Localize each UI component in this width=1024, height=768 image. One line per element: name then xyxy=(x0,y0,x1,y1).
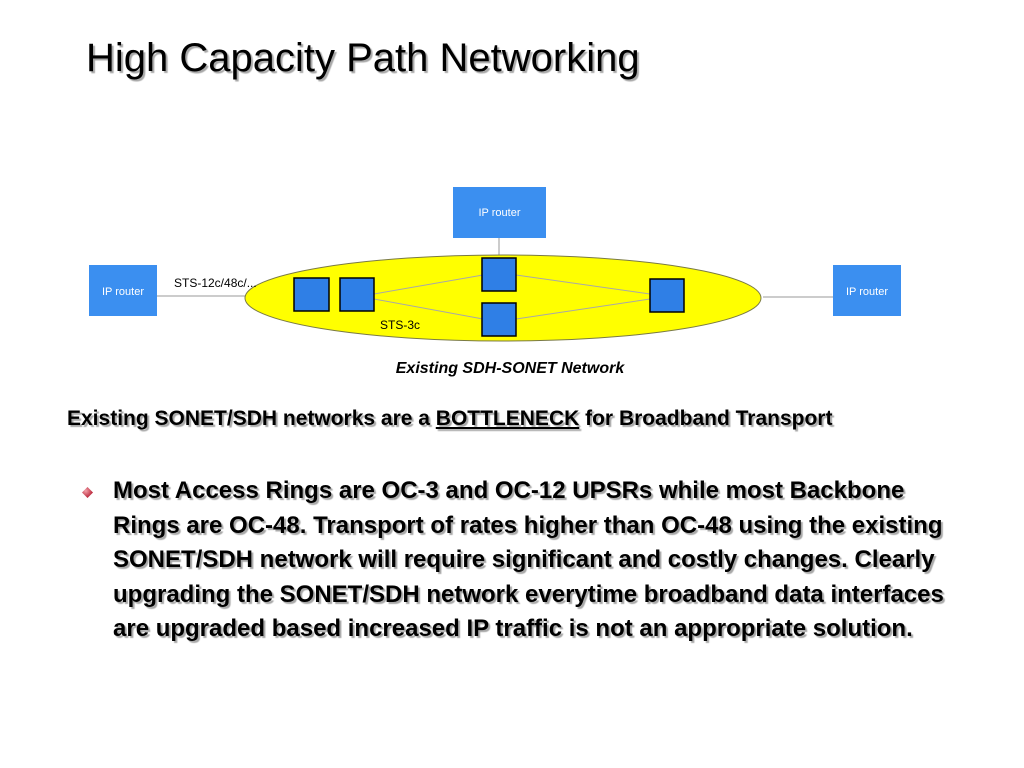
access-rate-label: STS-12c/48c/... xyxy=(174,276,257,290)
ring-node-2 xyxy=(339,277,375,312)
headline-emphasis: BOTTLENECK xyxy=(435,407,580,430)
ring-node-1 xyxy=(293,277,330,312)
headline: Existing SONET/SDH networks are a BOTTLE… xyxy=(67,404,947,433)
ip-router-left-label: IP router xyxy=(102,286,144,298)
slide-title: High Capacity Path Networking xyxy=(86,36,640,80)
ring-node-4 xyxy=(481,302,517,337)
ring-link-b xyxy=(373,298,484,320)
ring-link-a xyxy=(373,274,484,295)
diamond-bullet-icon xyxy=(82,487,93,498)
headline-text-after: for Broadband Transport xyxy=(579,407,833,430)
ring-link-c xyxy=(515,274,651,295)
ring-rate-label: STS-3c xyxy=(380,318,420,332)
ip-router-right: IP router xyxy=(833,265,901,316)
headline-text-before: Existing SONET/SDH networks are a xyxy=(67,407,436,430)
ip-router-top: IP router xyxy=(453,187,546,238)
bullet-item: Most Access Rings are OC-3 and OC-12 UPS… xyxy=(80,474,960,647)
ip-router-right-label: IP router xyxy=(846,286,888,298)
diagram-caption: Existing SDH-SONET Network xyxy=(396,360,626,377)
sonet-ring xyxy=(244,254,762,342)
ip-router-left: IP router xyxy=(89,265,157,316)
bullet-list: Most Access Rings are OC-3 and OC-12 UPS… xyxy=(80,474,960,647)
ip-router-top-label: IP router xyxy=(479,207,521,219)
ring-node-3 xyxy=(481,257,517,292)
bullet-text: Most Access Rings are OC-3 and OC-12 UPS… xyxy=(113,477,944,642)
ring-node-5 xyxy=(649,278,685,313)
ring-link-d xyxy=(515,298,651,320)
